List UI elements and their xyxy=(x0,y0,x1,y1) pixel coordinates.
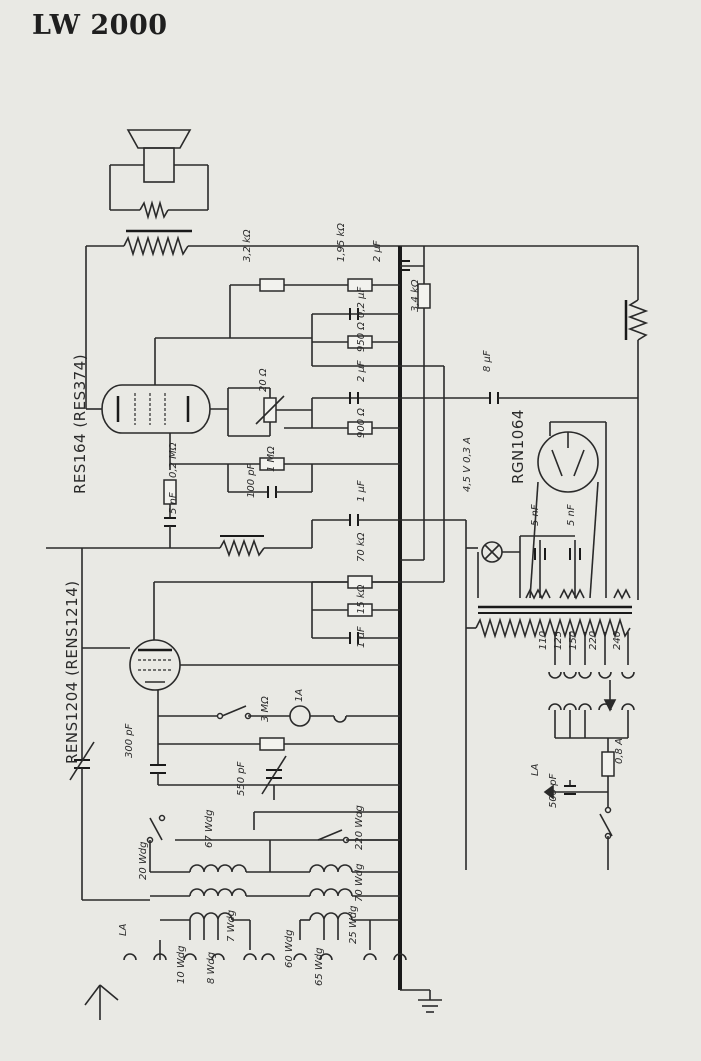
resistor-0-2m xyxy=(163,479,177,505)
resistor-1-95k xyxy=(347,278,373,292)
resistor-900 xyxy=(347,421,373,435)
schematic-title: LW 2000 xyxy=(32,10,168,41)
rectifier-tube xyxy=(537,431,599,493)
resistor-3-2k xyxy=(259,278,285,292)
resistor-3m xyxy=(259,737,285,751)
resistor-3-4k xyxy=(417,283,431,309)
coil-67 xyxy=(189,864,247,873)
coil-220 xyxy=(309,864,353,873)
resistor-1m xyxy=(259,457,285,471)
speaker-field-coil xyxy=(627,299,649,341)
output-transformer xyxy=(86,229,400,257)
resistor-70k xyxy=(347,575,373,589)
earth-symbol xyxy=(400,989,442,1013)
output-tube xyxy=(101,384,211,434)
mains-transformer xyxy=(475,605,632,639)
detector-tube xyxy=(129,639,181,691)
choke-coil xyxy=(219,538,265,558)
resistor-950 xyxy=(347,335,373,349)
antenna-symbol xyxy=(84,984,119,1020)
resistor-15k xyxy=(347,603,373,617)
loudspeaker xyxy=(109,129,209,220)
fuse xyxy=(601,751,615,777)
